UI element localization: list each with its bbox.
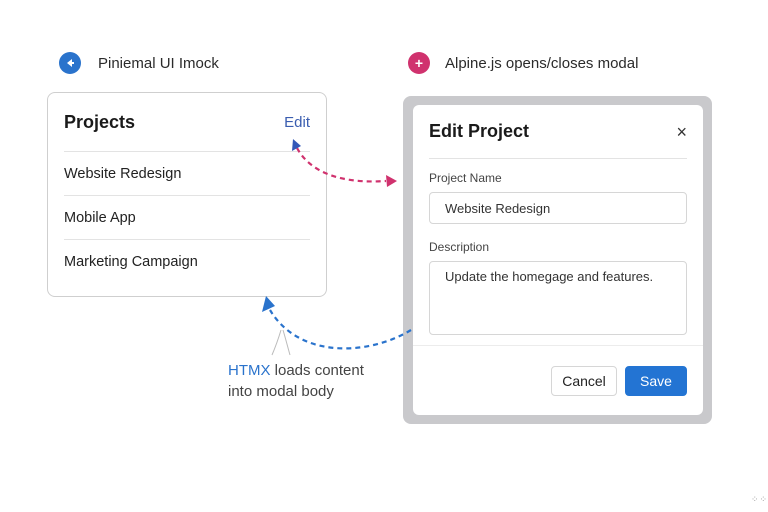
- project-item[interactable]: Mobile App: [64, 195, 310, 239]
- modal-title: Edit Project: [429, 121, 530, 141]
- projects-list: Website Redesign Mobile App Marketing Ca…: [64, 151, 310, 283]
- modal-footer: Cancel Save: [413, 345, 703, 415]
- watermark: ⁘⁘: [751, 494, 768, 504]
- caption-ui-mock: Piniemal UI Imock: [59, 52, 219, 74]
- modal-header: Edit Project ×: [429, 105, 687, 159]
- project-name-input[interactable]: Website Redesign: [429, 192, 687, 224]
- edit-link[interactable]: Edit: [284, 113, 310, 131]
- plus-icon: +: [408, 52, 430, 74]
- arrow-left-icon: [59, 52, 81, 74]
- caption-alpine: + Alpine.js opens/closes modal: [408, 52, 638, 74]
- project-name-label: Project Name: [429, 171, 502, 185]
- projects-title: Projects: [64, 111, 136, 132]
- htmx-label: HTMX: [228, 362, 271, 379]
- project-item[interactable]: Marketing Campaign: [64, 239, 310, 283]
- projects-card-header: Projects Edit: [48, 93, 326, 151]
- modal-body: Project Name Website Redesign Descriptio…: [413, 159, 703, 335]
- description-textarea[interactable]: Update the homegage and features.: [429, 261, 687, 335]
- annotation-text: loads content: [270, 362, 364, 379]
- modal-to-card-arrow: [262, 296, 412, 350]
- projects-card: Projects Edit Website Redesign Mobile Ap…: [47, 92, 327, 297]
- description-label: Description: [429, 240, 490, 254]
- modal-backdrop: Edit Project × Project Name Website Rede…: [403, 96, 712, 424]
- caption-text: Piniemal UI Imock: [98, 54, 219, 72]
- save-button[interactable]: Save: [625, 365, 687, 396]
- caption-text: Alpine.js opens/closes modal: [445, 54, 639, 72]
- cancel-button[interactable]: Cancel: [551, 365, 617, 396]
- close-icon[interactable]: ×: [676, 121, 687, 142]
- annotation-text: into modal body: [228, 383, 334, 400]
- htmx-annotation: HTMX loads content into modal body: [228, 360, 364, 402]
- project-item[interactable]: Website Redesign: [64, 151, 310, 195]
- edit-project-modal: Edit Project × Project Name Website Rede…: [413, 105, 703, 415]
